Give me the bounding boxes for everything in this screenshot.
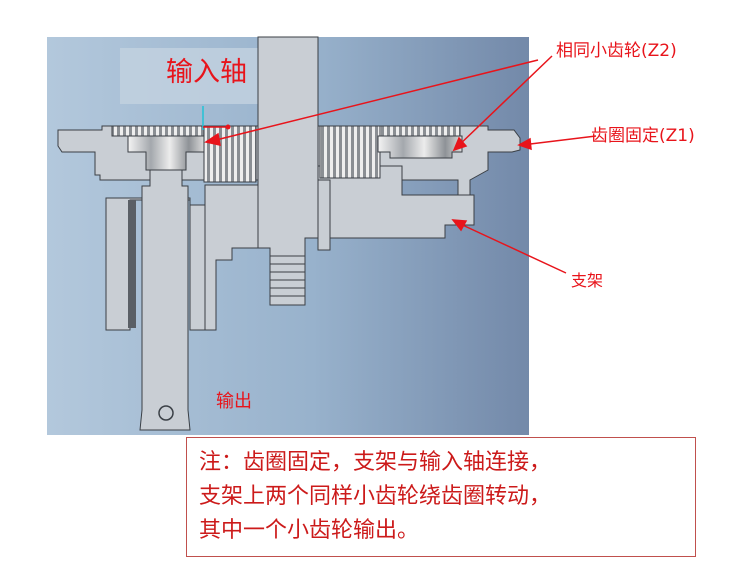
carrier-arm	[317, 165, 475, 239]
note-line: 注：齿圈固定，支架与输入轴连接，	[199, 450, 552, 475]
arrow-head-same-gear	[452, 136, 468, 152]
note-box: 注：齿圈固定，支架与输入轴连接， 支架上两个同样小齿轮绕齿圈转动， 其中一个小齿…	[186, 437, 696, 557]
shaft-thread	[270, 255, 305, 297]
output-label: 输出	[216, 391, 252, 412]
planet-gear-right	[377, 135, 463, 159]
arrow-head-carrier	[451, 219, 468, 232]
same-small-gear-label: 相同小齿轮(Z2)	[556, 41, 677, 61]
left-housing	[105, 197, 206, 331]
gear-teeth-left	[203, 125, 257, 183]
note-line: 其中一个小齿轮输出。	[199, 518, 420, 543]
input-label-box	[120, 48, 260, 104]
ring-teeth-top-right	[379, 125, 461, 137]
planet-gear-left	[127, 135, 205, 171]
input-shaft-label: 输入轴	[166, 57, 247, 88]
ring-fixed-label: 齿圈固定(Z1)	[591, 126, 695, 146]
gear-teeth-right	[319, 125, 381, 179]
arrow-head-ring	[517, 137, 532, 151]
arrow-same-gear	[455, 55, 553, 149]
housing-shadow	[128, 200, 136, 328]
arrow-carrier	[455, 221, 567, 274]
note-line: 支架上两个同样小齿轮绕齿圈转动，	[199, 484, 552, 509]
arrow-ring	[521, 135, 597, 146]
input-shaft	[257, 36, 319, 306]
coordinate-marker	[202, 106, 231, 130]
output-shaft	[139, 154, 191, 431]
carrier-label: 支架	[571, 271, 604, 290]
ring-teeth-top-left	[111, 125, 205, 137]
arrow-input-shaft	[207, 59, 539, 143]
output-shaft-hole	[158, 405, 174, 421]
carrier-upright	[317, 179, 331, 251]
arrow-head-input	[204, 132, 221, 146]
